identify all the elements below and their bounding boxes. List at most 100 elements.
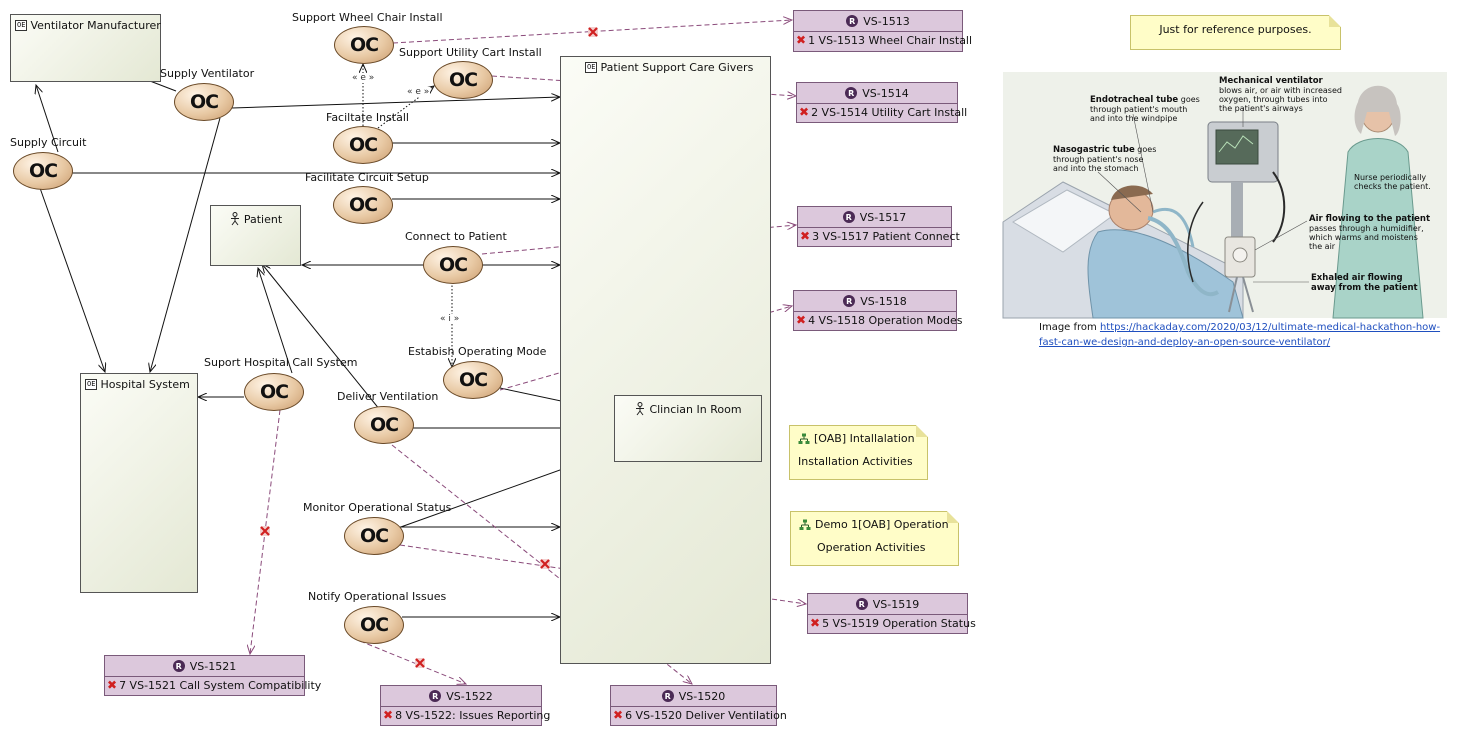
capability-label: Supply Ventilator (160, 67, 255, 80)
diagram-link-icon (799, 519, 811, 530)
note-installation-activities[interactable]: [OAB] Intallalation Installation Activit… (789, 425, 928, 480)
capability-icon: OC (443, 361, 503, 399)
capability-icon: OC (174, 83, 234, 121)
requirement-trace-row: 2 VS-1514 Utility Cart Install (811, 105, 968, 119)
requirement-icon: R (855, 598, 868, 610)
ventilator-illustration: Endotracheal tube goes through patient's… (1002, 72, 1447, 319)
note-title: Demo 1[OAB] Operation (815, 518, 949, 531)
capability-support-wheel-chair-install[interactable]: OC (334, 26, 394, 64)
entity-icon: OE (585, 62, 598, 73)
requirement-trace-row: 5 VS-1519 Operation Status (822, 616, 976, 630)
extend-stereotype: « e » (351, 73, 376, 83)
trace-vs1522 (359, 640, 466, 684)
image-caption: Image from https://hackaday.com/2020/03/… (1039, 320, 1440, 350)
requirement-id: VS-1517 (859, 210, 907, 224)
capability-supply-circuit[interactable]: OC (13, 152, 73, 190)
requirement-id: VS-1519 (872, 597, 920, 611)
capability-facilitate-install[interactable]: OC (333, 126, 393, 164)
requirement-icon: R (429, 690, 442, 702)
requirement-trace-row: 1 VS-1513 Wheel Chair Install (808, 33, 973, 47)
requirement-id: VS-1520 (678, 689, 726, 703)
capability-label: Support Utility Cart Install (399, 46, 542, 59)
requirement-id: VS-1521 (189, 659, 237, 673)
requirement-icon: R (845, 87, 858, 99)
capability-label: Faciltate Install (326, 111, 409, 124)
note-title: [OAB] Intallalation (814, 432, 915, 445)
capability-support-hospital-call-system[interactable]: OC (244, 373, 304, 411)
requirement-icon: R (842, 211, 855, 223)
capability-icon: OC (344, 517, 404, 555)
capability-label: Monitor Operational Status (303, 501, 452, 514)
violation-mark-icon (413, 656, 427, 670)
capability-label: Supply Circuit (10, 136, 87, 149)
capability-label: Facilitate Circuit Setup (305, 171, 429, 184)
note-operation-activities[interactable]: Demo 1[OAB] Operation Operation Activiti… (790, 511, 959, 566)
illustration-callout-exhaled: Exhaled air flowing away from the patien… (1311, 273, 1418, 293)
capability-notify-operational-issues[interactable]: OC (344, 606, 404, 644)
requirement-icon: R (172, 660, 185, 672)
capability-icon: OC (344, 606, 404, 644)
edge-call-system-patient (258, 268, 293, 374)
requirement-id: VS-1513 (863, 14, 910, 28)
actor-label: Patient (243, 212, 283, 226)
capability-supply-ventilator[interactable]: OC (174, 83, 234, 121)
violation-mark-icon: ✖ (796, 33, 807, 47)
requirement-trace-row: 6 VS-1520 Deliver Ventilation (625, 708, 787, 722)
trace-vs1513 (392, 20, 792, 44)
capability-icon: OC (333, 126, 393, 164)
capability-deliver-ventilation[interactable]: OC (354, 406, 414, 444)
capability-monitor-operational-status[interactable]: OC (344, 517, 404, 555)
requirement-vs1513[interactable]: R VS-1513 ✖1 VS-1513 Wheel Chair Install (793, 10, 972, 52)
edge-supply-circuit-manufacturer (36, 85, 59, 153)
source-link[interactable]: https://hackaday.com/2020/03/12/ultimate… (1099, 322, 1441, 333)
actor-icon (636, 402, 645, 416)
violation-mark-icon (258, 524, 272, 538)
actor-clinician-in-room[interactable]: Clincian In Room (614, 395, 762, 462)
note-body: Installation Activities (798, 455, 913, 468)
violation-mark-icon: ✖ (383, 708, 394, 722)
capability-support-utility-cart-install[interactable]: OC (433, 61, 493, 99)
ventilator-drawing (1002, 72, 1447, 319)
illustration-callout-air: Air flowing to the patient passes throug… (1309, 214, 1431, 252)
capability-establish-operating-mode[interactable]: OC (443, 361, 503, 399)
actor-label: Clincian In Room (649, 402, 742, 416)
capability-label: Support Wheel Chair Install (292, 11, 443, 24)
capability-icon: OC (244, 373, 304, 411)
requirement-icon: R (846, 15, 859, 27)
actor-patient[interactable]: Patient (210, 205, 301, 266)
requirement-vs1521[interactable]: R VS-1521 ✖7 VS-1521 Call System Compatib… (104, 655, 321, 696)
capability-icon: OC (433, 61, 493, 99)
capability-icon: OC (423, 246, 483, 284)
requirement-id: VS-1514 (862, 86, 909, 100)
capability-icon: OC (13, 152, 73, 190)
capability-label: Notify Operational Issues (308, 590, 447, 603)
capability-connect-to-patient[interactable]: OC (423, 246, 483, 284)
capability-facilitate-circuit-setup[interactable]: OC (333, 186, 393, 224)
violation-mark-icon: ✖ (796, 313, 807, 327)
capability-label: Suport Hospital Call System (204, 356, 358, 369)
violation-mark-icon: ✖ (107, 678, 118, 692)
requirement-trace-row: 4 VS-1518 Operation Modes (808, 313, 963, 327)
capability-label: Estabish Operating Mode (408, 345, 547, 358)
entity-label: Hospital System (100, 378, 190, 391)
trace-vs1518 (499, 306, 792, 391)
requirement-trace-row: 7 VS-1521 Call System Compatibility (119, 678, 322, 692)
capability-icon: OC (354, 406, 414, 444)
note-reference[interactable]: Just for reference purposes. (1130, 15, 1341, 50)
capability-icon: OC (334, 26, 394, 64)
source-link-continued[interactable]: fast-can-we-design-and-deploy-an-open-so… (1039, 337, 1331, 348)
illustration-callout-endotracheal: Endotracheal tube goes through patient's… (1090, 95, 1200, 123)
edge-deliver-patient (262, 264, 381, 411)
edge-extend-utility-cart (377, 86, 434, 129)
edge-supply-ventilator-caregivers (231, 97, 560, 109)
illustration-callout-nasogastric: Nasogastric tube goes through patient's … (1053, 145, 1157, 173)
